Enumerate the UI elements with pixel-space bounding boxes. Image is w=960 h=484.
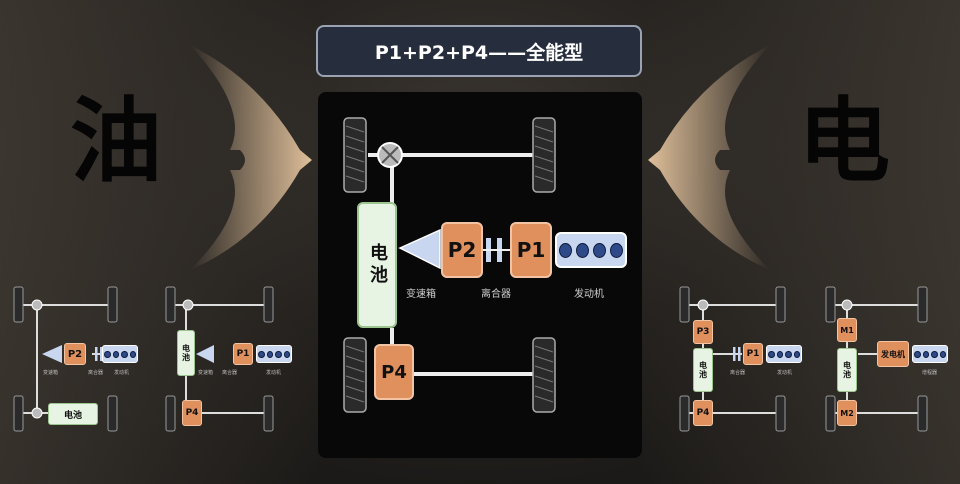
gearbox-label: 变速箱 <box>406 289 436 300</box>
mini-a-clutch-label: 离合器 <box>88 370 104 376</box>
mini-b-p4: P4 <box>182 400 202 426</box>
mini-a-gearbox-label: 变速箱 <box>43 370 59 376</box>
p1-motor: P1 <box>510 222 552 278</box>
battery-block: 电池 <box>357 202 397 328</box>
oil-char: 油 <box>70 88 163 195</box>
mini-a-battery: 电池 <box>48 403 98 425</box>
p4-motor: P4 <box>374 344 414 400</box>
left-arrow-icon <box>190 45 312 270</box>
mini-c-engine-label: 发动机 <box>777 370 793 376</box>
tire-icon <box>532 337 556 413</box>
mini-b-clutch-label: 离合器 <box>222 370 238 376</box>
mini-b-engine <box>256 345 292 363</box>
mini-d-m2: M2 <box>837 400 857 426</box>
mini-c-battery: 电池 <box>693 348 713 392</box>
mini-c-p3: P3 <box>693 320 713 344</box>
engine-label: 发动机 <box>574 289 604 300</box>
mini-a-engine <box>102 345 138 363</box>
differential-icon <box>377 142 403 168</box>
mini-c-clutch-label: 离合器 <box>730 370 746 376</box>
mini-b-p1: P1 <box>233 343 253 365</box>
gearbox-shape <box>398 228 441 270</box>
mini-d-generator: 发电机 <box>877 341 909 367</box>
mini-a-p2: P2 <box>64 343 86 365</box>
electric-char: 电 <box>798 88 891 195</box>
engine-block <box>555 232 627 268</box>
tire-icon <box>532 117 556 193</box>
tire-icon <box>343 337 367 413</box>
mini-b-engine-label: 发动机 <box>266 370 282 376</box>
mini-d-engine <box>912 345 948 363</box>
clutch-label: 离合器 <box>481 289 511 300</box>
mini-c-p1: P1 <box>743 343 763 365</box>
page-title: P1+P2+P4——全能型 <box>316 25 642 77</box>
p2-motor: P2 <box>441 222 483 278</box>
mini-c-engine <box>766 345 802 363</box>
tire-icon <box>343 117 367 193</box>
mini-b-battery: 电池 <box>177 330 195 376</box>
mini-d-reducer-label: 增程器 <box>922 370 938 376</box>
mini-b-gearbox-label: 变速箱 <box>198 370 214 376</box>
mini-d-m1: M1 <box>837 318 857 342</box>
right-arrow-icon <box>648 45 770 270</box>
mini-d-battery: 电池 <box>837 348 857 392</box>
mini-a-engine-label: 发动机 <box>114 370 130 376</box>
mini-c-p4: P4 <box>693 400 713 426</box>
